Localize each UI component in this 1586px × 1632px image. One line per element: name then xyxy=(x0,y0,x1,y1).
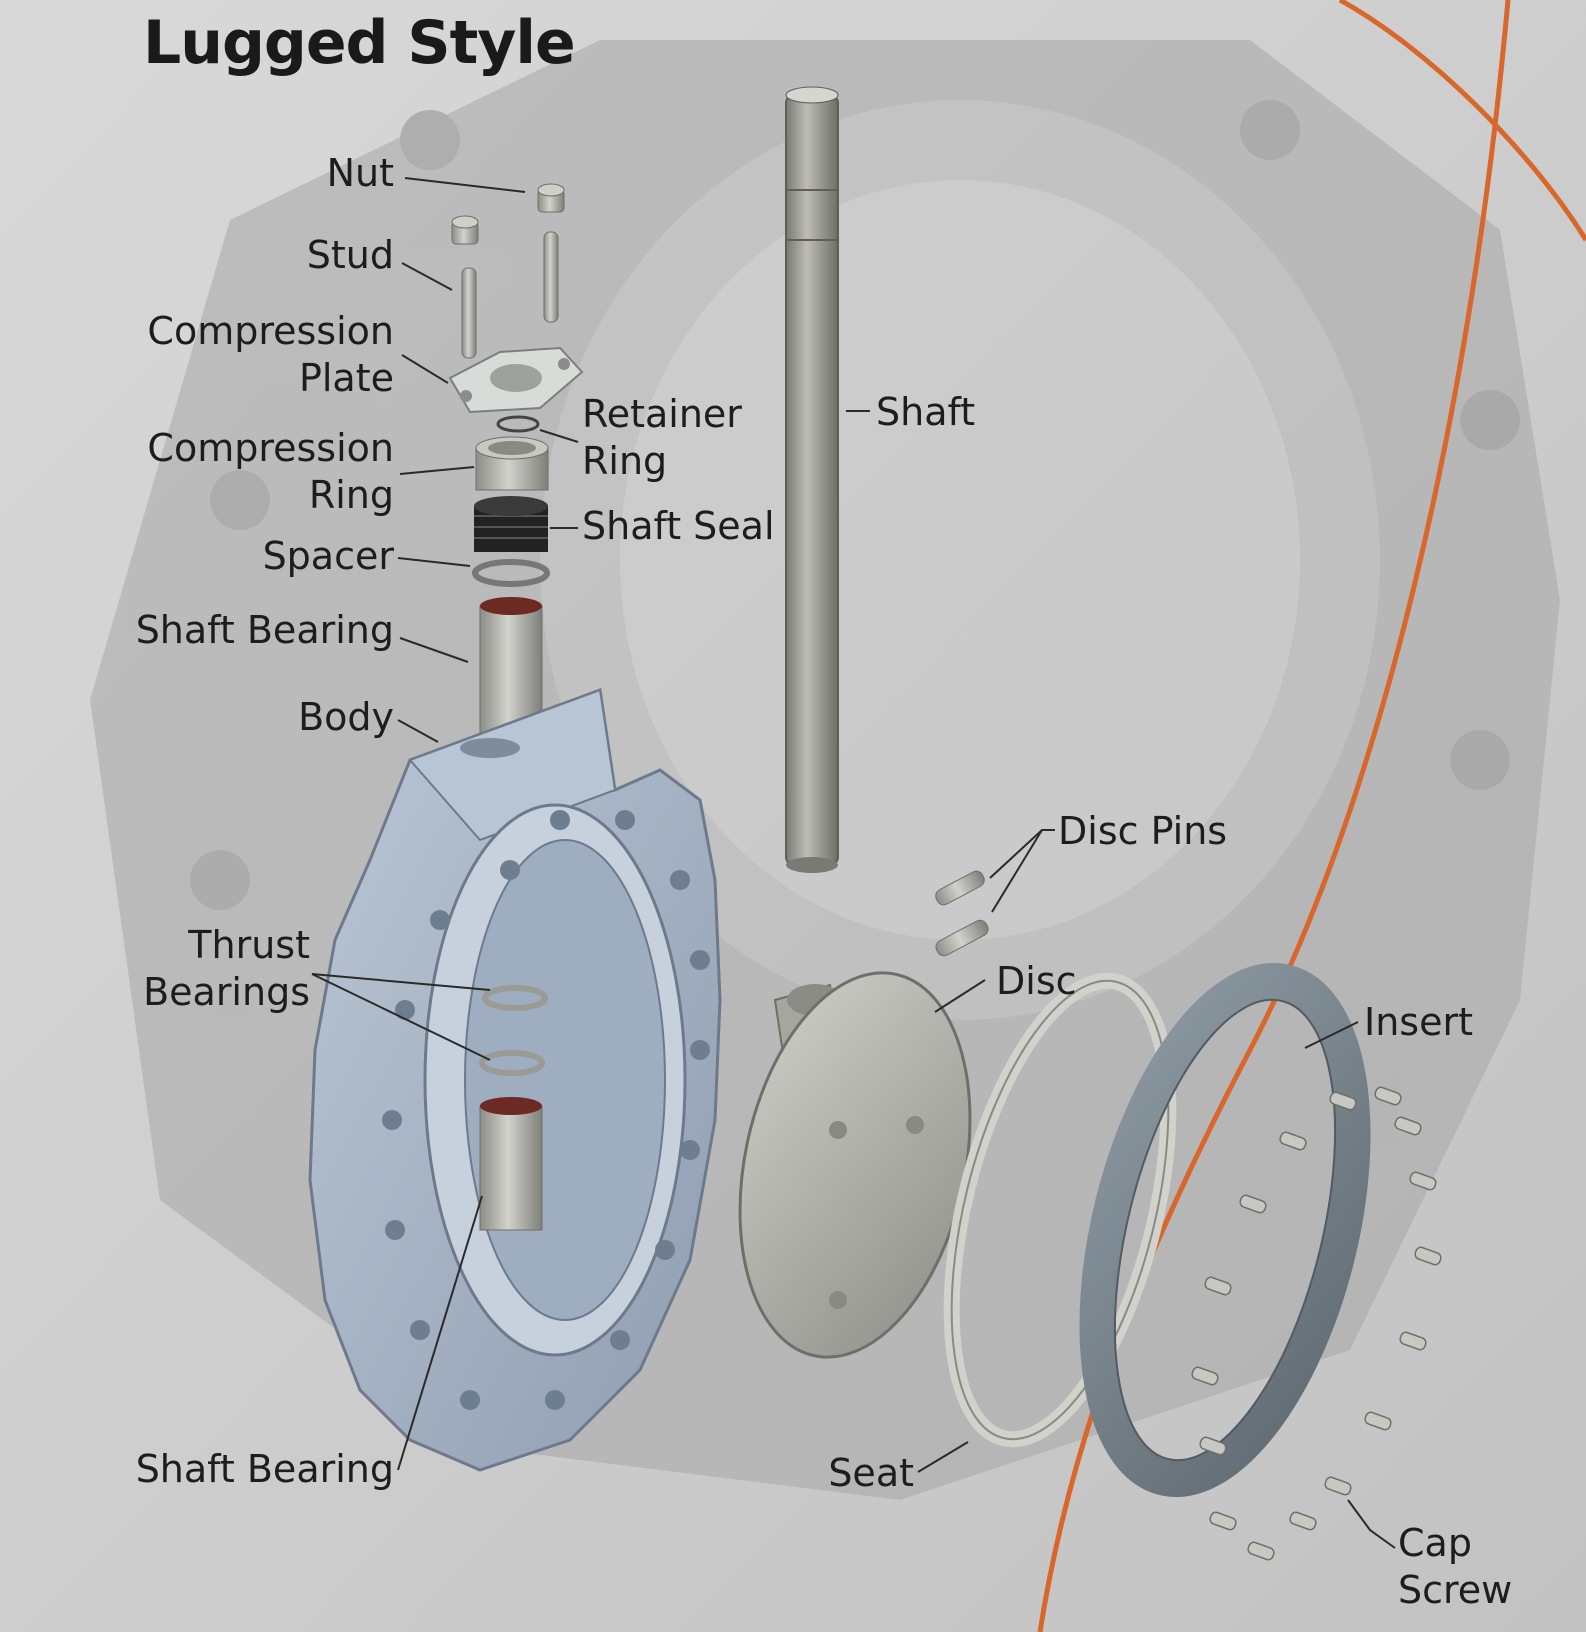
leader-spacer xyxy=(397,557,471,567)
label-disc-pins: Disc Pins xyxy=(1058,809,1228,853)
label-shaft-seal: Shaft Seal xyxy=(582,504,775,548)
diagram-title: Lugged Style xyxy=(143,8,576,78)
disc-pins-part xyxy=(935,870,989,957)
label-cap-screw-line-2: Screw xyxy=(1398,1568,1513,1612)
label-compression-ring-line-1: Compression xyxy=(147,426,394,470)
leader-body xyxy=(397,719,439,743)
leader-compression-ring xyxy=(399,466,475,475)
label-compression-plate-line-1: Compression xyxy=(147,309,394,353)
leader-shaft-bearing-bottom xyxy=(397,1195,483,1471)
label-shaft: Shaft xyxy=(876,390,976,434)
nut-part xyxy=(451,183,565,245)
label-shaft-bearing-bottom: Shaft Bearing xyxy=(135,1447,394,1491)
accent-curve-right xyxy=(1338,0,1586,242)
label-compression-plate-line-2: Plate xyxy=(298,356,394,400)
spacer-part xyxy=(472,559,550,587)
leader-disc xyxy=(934,979,986,1013)
stud-part xyxy=(461,231,559,359)
label-insert: Insert xyxy=(1364,1000,1473,1044)
label-stud: Stud xyxy=(306,233,394,277)
leader-cap-screw xyxy=(1347,1499,1396,1549)
label-retainer-ring-line-2: Ring xyxy=(582,439,668,483)
leader-compression-plate xyxy=(401,354,449,384)
shaft-seal-part xyxy=(474,496,548,552)
leader-retainer-ring xyxy=(539,429,579,443)
leader-insert xyxy=(1304,1021,1359,1049)
compression-ring-part xyxy=(475,436,549,491)
leader-lines xyxy=(311,177,1396,1549)
shaft-bearing-bottom-part xyxy=(479,1097,543,1231)
label-thrust-bearings-line-1: Thrust xyxy=(188,923,310,967)
cap-screw-part xyxy=(1191,1086,1442,1561)
thrust-bearings-part xyxy=(479,985,548,1076)
leader-seat xyxy=(917,1441,969,1473)
insert-part xyxy=(1079,963,1371,1497)
leader-stud xyxy=(401,262,453,291)
retainer-ring-part xyxy=(496,415,540,433)
shaft-part xyxy=(785,86,839,873)
label-shaft-bearing-top: Shaft Bearing xyxy=(135,608,394,652)
leader-disc-pin-2 xyxy=(991,829,1043,913)
leader-thrust-bearing-2 xyxy=(311,973,491,1061)
label-body: Body xyxy=(298,695,394,739)
seat-outline xyxy=(950,979,1170,1441)
label-disc: Disc xyxy=(996,959,1077,1003)
compression-plate-part xyxy=(448,346,584,414)
label-seat: Seat xyxy=(828,1451,914,1495)
label-cap-screw-line-1: Cap xyxy=(1398,1521,1472,1565)
label-thrust-bearings-line-2: Bearings xyxy=(143,970,310,1014)
label-spacer: Spacer xyxy=(262,534,394,578)
label-nut: Nut xyxy=(326,151,394,195)
label-retainer-ring-line-1: Retainer xyxy=(582,392,742,436)
leader-thrust-bearing-1 xyxy=(311,973,491,991)
leader-nut xyxy=(404,177,526,193)
disc-part xyxy=(738,971,972,1359)
label-compression-ring-line-2: Ring xyxy=(308,473,394,517)
leader-shaft-bearing-top xyxy=(399,637,469,663)
